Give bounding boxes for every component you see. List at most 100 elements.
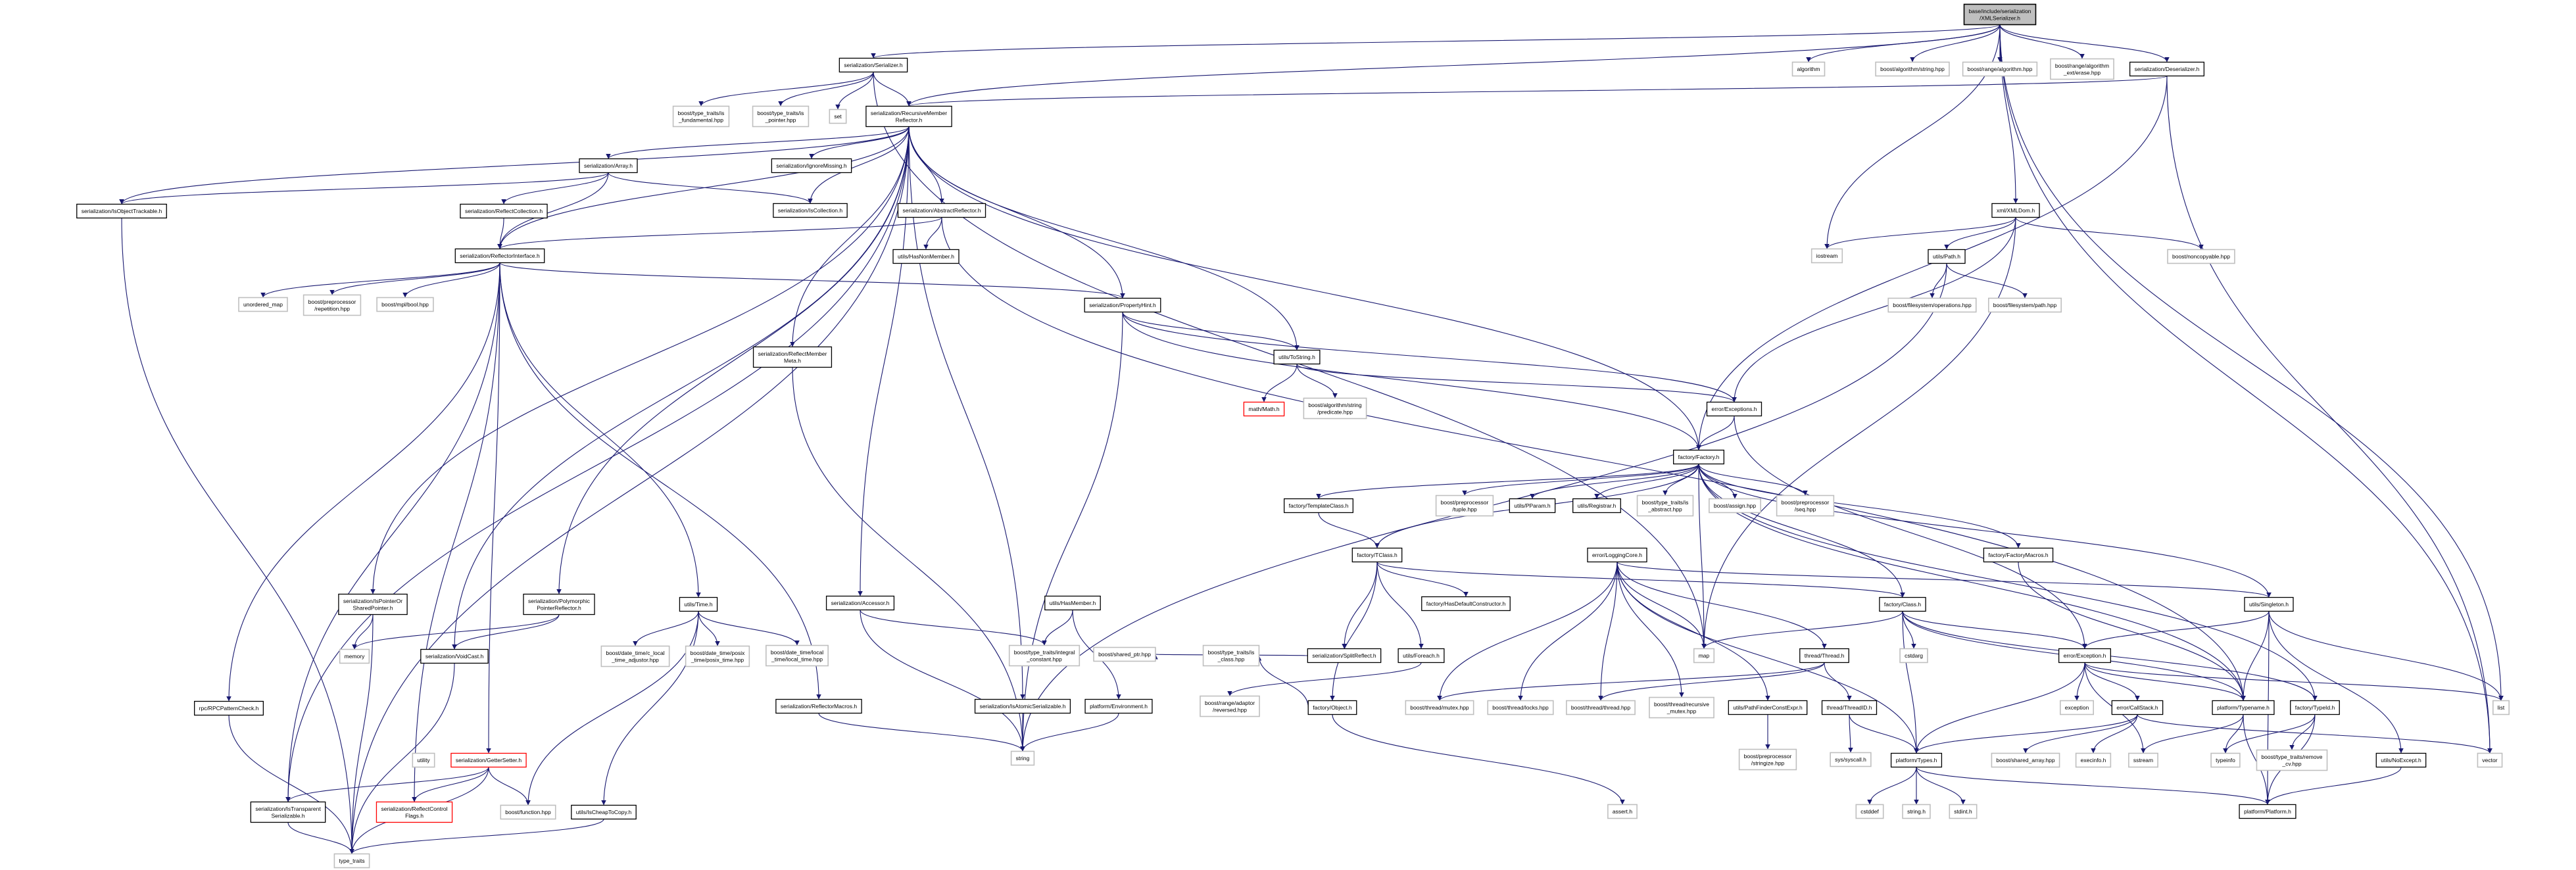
graph-node-serialization-splitreflect-h[interactable]: serialization/SplitReflect.h [1307,648,1382,664]
graph-node-serialization-isobjecttrackable-h[interactable]: serialization/IsObjectTrackable.h [76,203,167,219]
dependency-edge [1437,662,1825,701]
node-label-line: error/LoggingCore.h [1592,552,1642,558]
graph-node-factory-factory-h[interactable]: factory/Factory.h [1673,449,1724,465]
graph-node-serialization-accessor-h[interactable]: serialization/Accessor.h [825,595,895,611]
node-box [1636,495,1694,517]
graph-node-factory-typeid-h[interactable]: factory/TypeId.h [2290,700,2340,715]
node-box [2111,700,2164,715]
graph-node-error-loggingcore-h[interactable]: error/LoggingCore.h [1587,547,1647,563]
graph-node-utils-time-h[interactable]: utils/Time.h [679,596,718,612]
graph-node-serialization-voidcast-h[interactable]: serialization/VoidCast.h [420,648,489,664]
dependency-edge [501,172,609,205]
graph-node-platform-platform-h[interactable]: platform/Platform.h [2239,804,2297,819]
node-label: boost/date_time/local_time/local_time.hp… [771,649,823,663]
graph-node-map: map [1693,648,1715,664]
node-label: serialization/Deserializer.h [2135,66,2200,72]
node-box [1435,495,1494,517]
node-box [571,804,637,820]
graph-node-serialization-propertyhint-h[interactable]: serialization/PropertyHint.h [1084,297,1161,313]
dependency-edge [906,24,2001,107]
graph-node-utils-pparam-h[interactable]: utils/PParam.h [1509,498,1556,514]
node-label-line: factory/TypeId.h [2295,704,2335,711]
graph-node-serialization-ignoremissing-h[interactable]: serialization/IgnoreMissing.h [771,158,852,174]
node-box [1509,498,1556,514]
graph-node-base-include-serialization-xmlserializer-h[interactable]: base/include/serialization/XMLSerializer… [1963,3,2037,26]
dependency-edge [1732,217,2016,402]
node-box [1273,349,1321,365]
node-box [2477,752,2503,768]
node-label-line: utils/IsCheapToCopy.h [576,809,632,815]
node-box [1397,648,1445,664]
graph-node-error-exception-h[interactable]: error/Exception.h [2058,648,2112,664]
graph-node-xml-xmldom-h[interactable]: xml/XMLDom.h [1991,203,2040,218]
graph-node-boost-date-time-c-local-time-adjustor-hpp: boost/date_time/c_local_time_adjustor.hp… [600,645,670,667]
graph-node-utils-path-h[interactable]: utils/Path.h [1928,249,1966,264]
dependency-edge [1020,713,1119,752]
node-label: utils/IsCheapToCopy.h [576,809,632,815]
graph-node-serialization-reflectorinterface-h[interactable]: serialization/ReflectorInterface.h [454,248,545,264]
graph-node-serialization-array-h[interactable]: serialization/Array.h [579,158,638,174]
node-label: factory/TClass.h [1357,552,1397,558]
graph-node-utils-foreach-h[interactable]: utils/Foreach.h [1397,648,1445,664]
node-label-line: serialization/Polymorphic [528,598,591,604]
graph-node-platform-typename-h[interactable]: platform/Typename.h [2212,700,2275,715]
node-label-line: boost/type_traits/is [1642,499,1689,506]
dependency-edge [1698,464,2272,598]
graph-node-serialization-reflectormacros-h[interactable]: serialization/ReflectorMacros.h [775,698,862,714]
node-label-line: utils/Path.h [1933,253,1960,260]
graph-node-error-callstack-h[interactable]: error/CallStack.h [2111,700,2164,715]
dependency-edge [1849,714,1919,754]
graph-node-serialization-serializer-h[interactable]: serialization/Serializer.h [838,57,908,73]
graph-node-thread-thread-h[interactable]: thread/Thread.h [1799,648,1849,664]
node-label-line: serialization/IgnoreMissing.h [776,162,847,169]
graph-node-factory-factorymacros-h[interactable]: factory/FactoryMacros.h [1983,547,2054,563]
graph-node-error-exceptions-h[interactable]: error/Exceptions.h [1706,401,1762,417]
node-label: factory/HasDefaultConstructor.h [1426,600,1506,607]
graph-node-math-math-h[interactable]: math/Math.h [1243,401,1285,417]
graph-node-factory-templateclass-h[interactable]: factory/TemplateClass.h [1283,498,1354,514]
dependency-edge [1437,562,1618,701]
graph-node-serialization-abstractreflector-h[interactable]: serialization/AbstractReflector.h [897,203,986,218]
graph-node-serialization-gettersetter-h[interactable]: serialization/GetterSetter.h [450,752,527,768]
graph-node-utils-singleton-h[interactable]: utils/Singleton.h [2244,596,2294,612]
graph-node-utils-ischeaptocopy-h[interactable]: utils/IsCheapToCopy.h [571,804,637,820]
dependency-edge [2268,611,2504,701]
node-box [1566,700,1636,715]
graph-node-factory-class-h[interactable]: factory/Class.h [1879,596,1926,612]
graph-node-factory-object-h[interactable]: factory/Object.h [1307,700,1357,715]
node-label: platform/Typename.h [2217,704,2270,711]
graph-node-thread-threadid-h[interactable]: thread/ThreadID.h [1821,700,1878,715]
graph-node-serialization-iscollection-h[interactable]: serialization/IsCollection.h [773,203,848,218]
graph-node-utils-pathfinderconstexpr-h[interactable]: utils/PathFinderConstExpr.h [1728,700,1808,715]
graph-node-serialization-isatomicserializable-h[interactable]: serialization/IsAtomicSerializable.h [974,698,1071,714]
graph-node-type-traits: type_traits [333,853,370,869]
dependency-edge [1734,416,2087,649]
node-label-line: boost/preprocessor [1744,753,1792,760]
node-label-line: utils/HasMember.h [1050,600,1096,606]
graph-node-utils-registrar-h[interactable]: utils/Registrar.h [1572,498,1621,514]
node-label-line: PointerReflector.h [537,604,581,611]
graph-node-utils-noexcept-h[interactable]: utils/NoExcept.h [2375,752,2427,768]
node-label-line: factory/Factory.h [1678,454,1720,460]
graph-node-platform-types-h[interactable]: platform/Types.h [1890,752,1943,768]
dependency-edge [329,262,500,295]
node-box [1200,695,1260,717]
graph-node-utils-tostring-h[interactable]: utils/ToString.h [1273,349,1321,365]
dependency-edge [260,262,500,298]
graph-node-rpc-rpcpatterncheck-h[interactable]: rpc/RPCPatternCheck.h [193,700,264,716]
graph-node-utils-hasnonmember-h[interactable]: utils/HasNonMember.h [892,249,960,264]
graph-node-platform-environment-h[interactable]: platform/Environment.h [1084,698,1153,714]
graph-node-factory-hasdefaultconstructor-h[interactable]: factory/HasDefaultConstructor.h [1421,596,1511,612]
graph-node-serialization-reflectcollection-h[interactable]: serialization/ReflectCollection.h [460,203,548,219]
graph-node-utils-hasmember-h[interactable]: utils/HasMember.h [1044,595,1101,611]
node-label: serialization/Serializer.h [844,62,903,68]
graph-node-serialization-deserializer-h[interactable]: serialization/Deserializer.h [2129,61,2205,77]
graph-node-factory-tclass-h[interactable]: factory/TClass.h [1351,547,1403,563]
